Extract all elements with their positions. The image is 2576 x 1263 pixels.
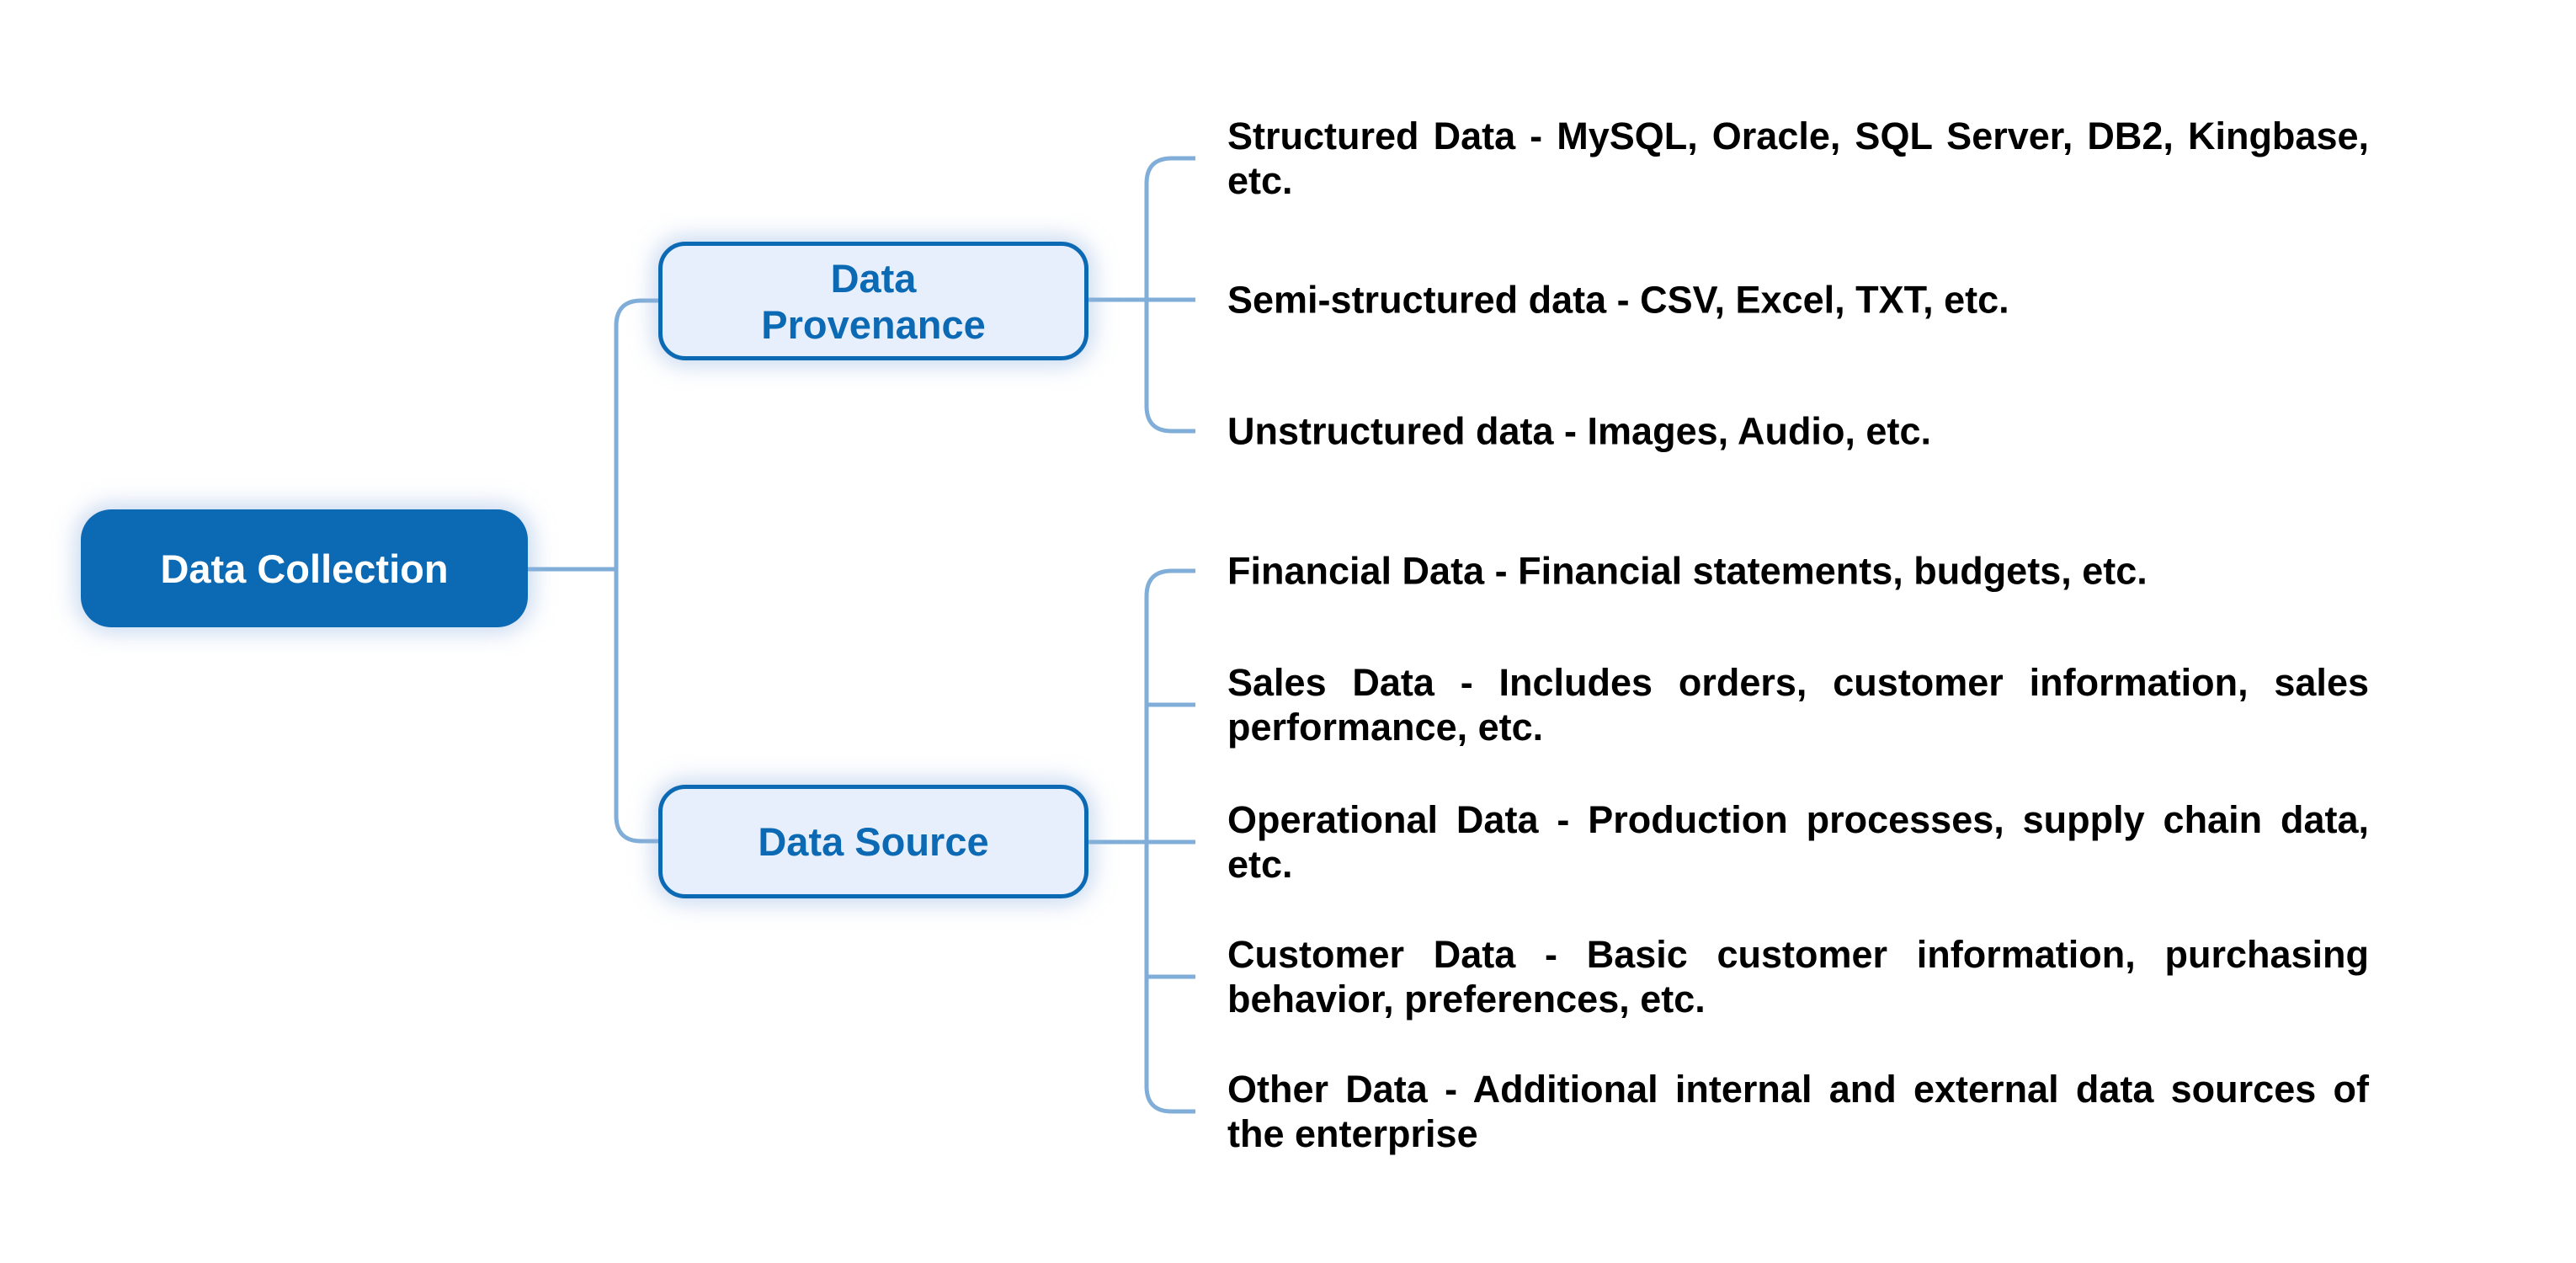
connector-provenance-bus <box>1144 156 1195 434</box>
root-node-label: Data Collection <box>160 546 449 591</box>
leaf-other-data: Other Data - Additional internal and ext… <box>1227 1068 2369 1155</box>
leaf-operational-data: Operational Data - Production processes,… <box>1227 798 2369 886</box>
leaf-structured-data: Structured Data - MySQL, Oracle, SQL Ser… <box>1227 115 2369 202</box>
branch-node-label: Data Provenance <box>761 255 986 347</box>
leaf-semi-structured-data: Semi-structured data - CSV, Excel, TXT, … <box>1227 278 2009 322</box>
branch-node-data-provenance: Data Provenance <box>658 242 1088 360</box>
leaf-unstructured-data: Unstructured data - Images, Audio, etc. <box>1227 409 1931 453</box>
root-node-data-collection: Data Collection <box>81 509 528 627</box>
connector-source-bus <box>1144 568 1195 1114</box>
branch-node-label: Data Source <box>758 819 989 864</box>
connector-main-bus <box>614 298 658 844</box>
branch-node-data-source: Data Source <box>658 785 1088 898</box>
leaf-sales-data: Sales Data - Includes orders, customer i… <box>1227 661 2369 749</box>
leaf-customer-data: Customer Data - Basic customer informati… <box>1227 933 2369 1021</box>
leaf-financial-data: Financial Data - Financial statements, b… <box>1227 549 2148 593</box>
